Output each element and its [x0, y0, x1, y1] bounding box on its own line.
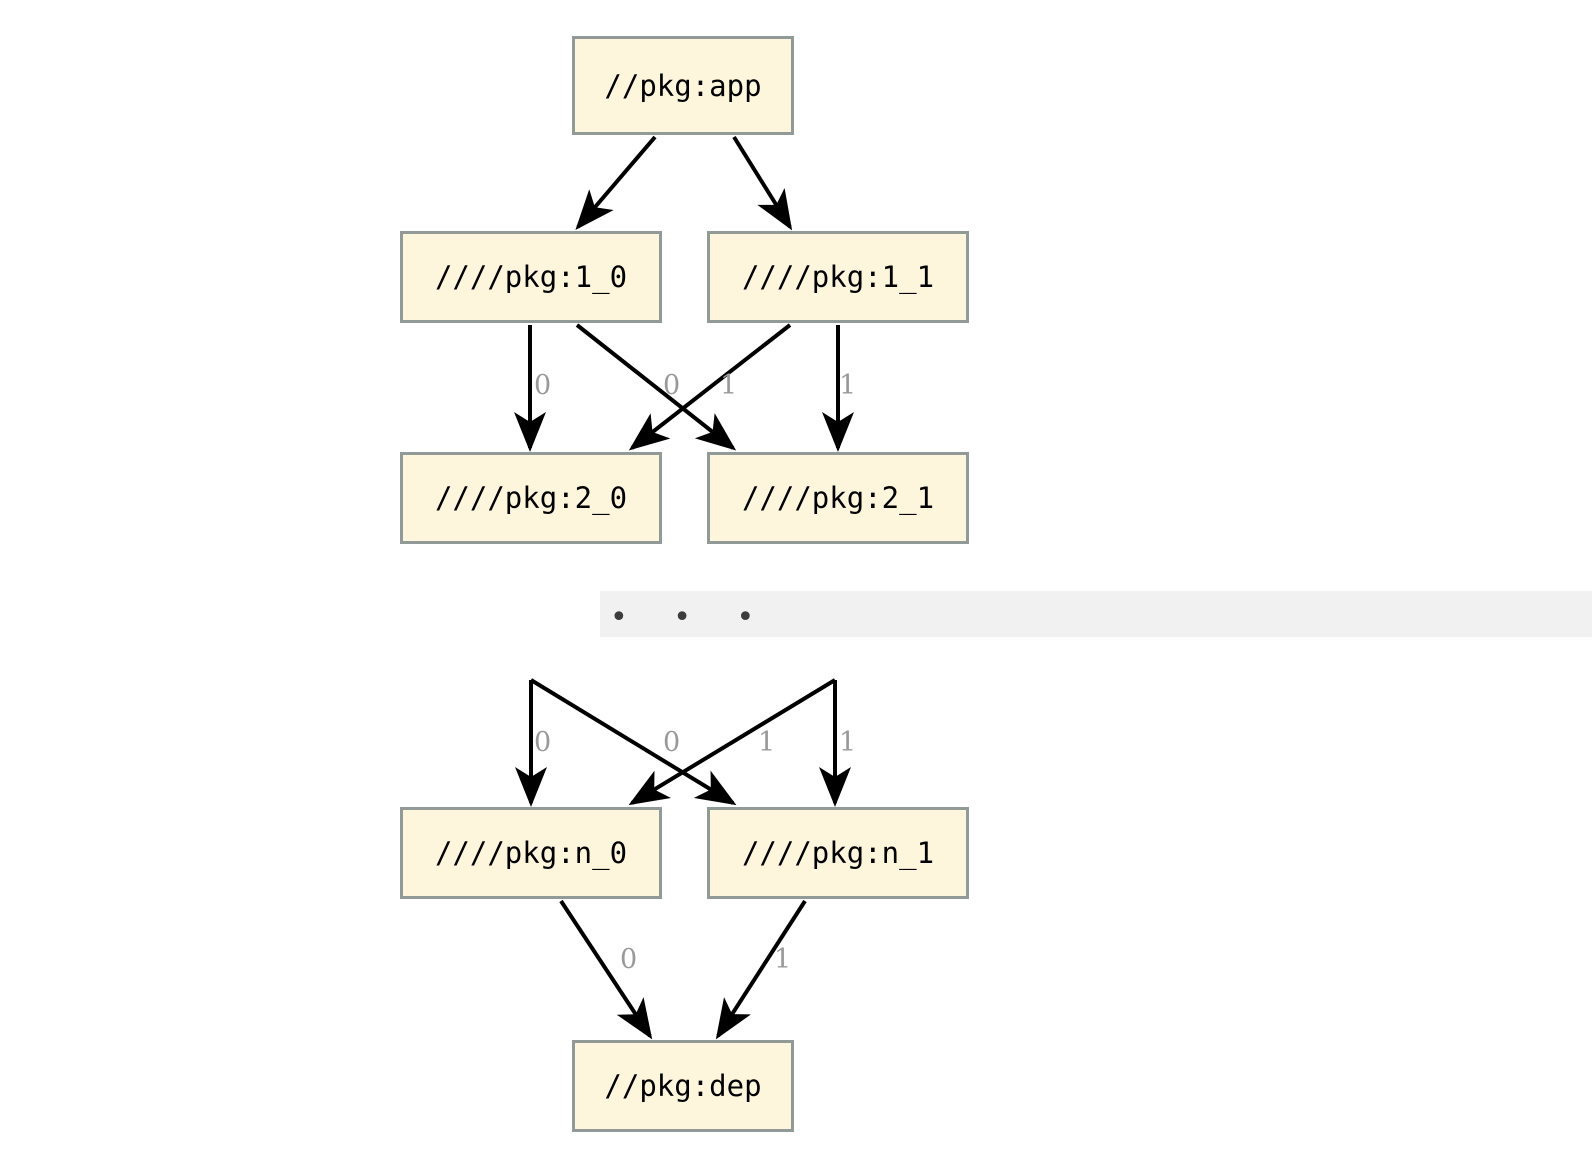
edge-label-e-1_0-2_1: 0	[663, 370, 681, 401]
node-nn_1[interactable]: ////pkg:n_1	[707, 807, 969, 899]
edge-label-e-n_0-dep: 0	[620, 944, 638, 975]
edge-label-e-hidden-n_0: 0	[534, 727, 552, 758]
ellipsis-dots: • • •	[610, 600, 773, 635]
node-label: //pkg:dep	[604, 1069, 762, 1103]
edge-label-e-1_1-2_0: 1	[720, 370, 738, 401]
e-n_1-dep	[715, 899, 807, 1040]
edge-label-e-1_0-2_0: 0	[534, 370, 552, 401]
node-label: ////pkg:2_1	[741, 481, 935, 515]
ellipsis-band: • • •	[600, 591, 1592, 637]
node-label: ////pkg:1_0	[434, 260, 628, 294]
e-app-1_0	[575, 135, 657, 231]
node-n2_0[interactable]: ////pkg:2_0	[400, 452, 662, 544]
node-n1_1[interactable]: ////pkg:1_1	[707, 231, 969, 323]
edge-layer	[514, 135, 854, 1040]
node-label: ////pkg:n_0	[434, 836, 628, 870]
edge-label-e-1_1-2_1: 1	[839, 370, 857, 401]
node-nn_0[interactable]: ////pkg:n_0	[400, 807, 662, 899]
node-label: ////pkg:2_0	[434, 481, 628, 515]
node-label: //pkg:app	[604, 68, 762, 103]
e-n_0-dep	[559, 899, 653, 1040]
node-label: ////pkg:n_1	[741, 836, 935, 870]
edge-label-e-n_1-dep: 1	[774, 944, 792, 975]
node-n1_0[interactable]: ////pkg:1_0	[400, 231, 662, 323]
edge-label-e-hidden2-n_1: 1	[839, 727, 857, 758]
e-hidden2-n_0	[628, 678, 837, 806]
node-n2_1[interactable]: ////pkg:2_1	[707, 452, 969, 544]
e-hidden-n_1	[529, 678, 737, 806]
e-1_1-2_0	[628, 323, 792, 451]
e-app-1_1	[732, 135, 793, 231]
node-label: ////pkg:1_1	[741, 260, 935, 294]
edge-label-e-hidden-n_1: 0	[663, 727, 681, 758]
edge-label-e-hidden2-n_0: 1	[758, 727, 776, 758]
node-dep[interactable]: //pkg:dep	[572, 1040, 794, 1132]
e-1_0-2_1	[575, 323, 737, 451]
node-app[interactable]: //pkg:app	[572, 36, 794, 135]
